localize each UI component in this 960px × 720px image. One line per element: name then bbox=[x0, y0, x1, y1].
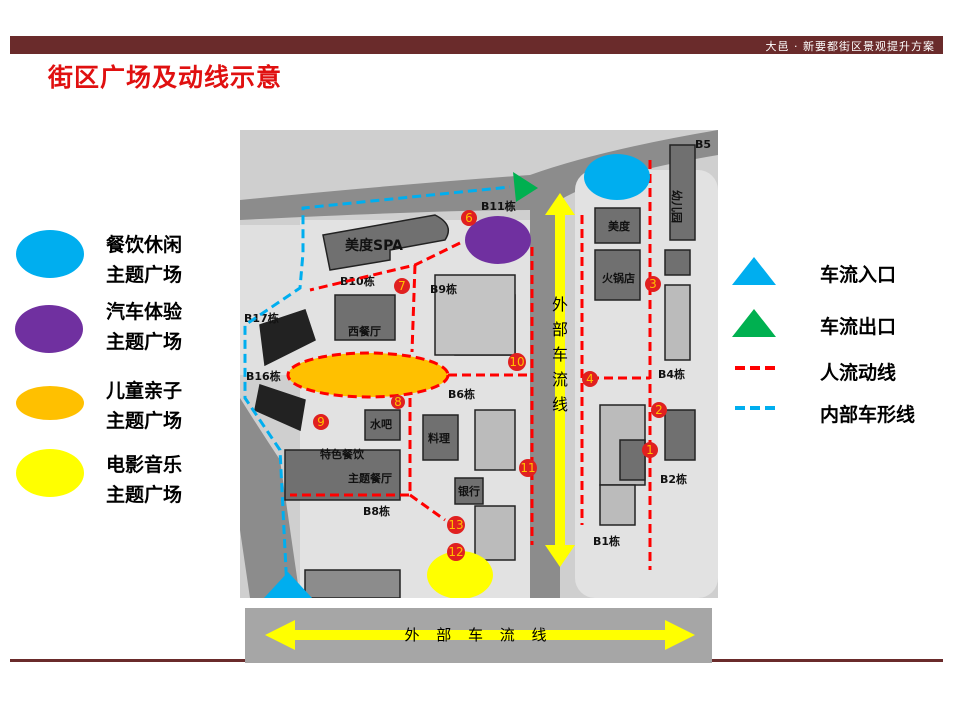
label-hotpot: 火锅店 bbox=[602, 271, 635, 285]
svg-text:11: 11 bbox=[520, 461, 535, 475]
node-11: 11 bbox=[519, 459, 537, 477]
legend-auto: 汽车体验主题广场 bbox=[106, 297, 182, 357]
internal-vehicle-line bbox=[243, 185, 511, 591]
external-road-strip: 外 部 车 流 线 bbox=[245, 608, 712, 663]
label-beauty: 美度 bbox=[608, 219, 631, 233]
legend-text: 电影音乐 bbox=[106, 454, 183, 476]
label-b1: B1栋 bbox=[593, 534, 620, 548]
road-label-char: 流 bbox=[552, 370, 568, 389]
svg-text:10: 10 bbox=[509, 355, 524, 369]
legend-exit: 车流出口 bbox=[820, 316, 897, 338]
svg-text:4: 4 bbox=[586, 372, 594, 386]
entry-triangle bbox=[264, 572, 312, 598]
legend-text: 主题广场 bbox=[106, 264, 183, 286]
road-label-char: 部 bbox=[552, 320, 568, 339]
entry-triangle-icon bbox=[732, 257, 776, 285]
legend-yellow-ellipse bbox=[16, 449, 84, 497]
kids-plaza bbox=[286, 351, 450, 399]
node-7: 7 bbox=[394, 278, 410, 294]
site-map: 美度SPA 西餐厅 幼儿园 火锅店 美度 银行 料理 特色餐饮 主题餐厅 水吧 … bbox=[240, 130, 718, 598]
svg-text:9: 9 bbox=[317, 415, 325, 429]
node-1: 1 bbox=[642, 442, 658, 458]
label-b8: B8栋 bbox=[363, 504, 390, 518]
legend-internal: 内部车形线 bbox=[820, 404, 916, 426]
legend-orange-ellipse bbox=[16, 386, 84, 420]
svg-text:12: 12 bbox=[448, 545, 463, 559]
label-spa: 美度SPA bbox=[345, 237, 403, 254]
auto-plaza bbox=[465, 216, 531, 264]
legend-entry: 车流入口 bbox=[820, 264, 897, 286]
label-west: 西餐厅 bbox=[348, 324, 381, 338]
label-cuisine: 料理 bbox=[428, 431, 450, 445]
label-b9: B9栋 bbox=[430, 282, 457, 296]
double-arrow-icon bbox=[265, 620, 695, 650]
node-4: 4 bbox=[582, 371, 598, 387]
movie-plaza bbox=[427, 551, 493, 598]
node-2: 2 bbox=[651, 402, 667, 418]
label-b5: B5 bbox=[695, 138, 711, 151]
svg-text:8: 8 bbox=[394, 395, 402, 409]
node-13: 13 bbox=[447, 516, 465, 534]
legend-text: 餐饮休闲 bbox=[106, 234, 183, 256]
svg-text:2: 2 bbox=[655, 403, 663, 417]
pedestrian-flow-lines bbox=[290, 160, 652, 570]
node-9: 9 bbox=[313, 414, 329, 430]
exit-triangle-icon bbox=[732, 309, 776, 337]
legend-blue-ellipse bbox=[16, 230, 84, 278]
label-b16: B16栋 bbox=[246, 369, 281, 383]
svg-text:3: 3 bbox=[649, 277, 657, 291]
label-b6: B6栋 bbox=[448, 387, 475, 401]
label-b10: B10栋 bbox=[340, 274, 375, 288]
node-8: 8 bbox=[391, 395, 405, 409]
node-12: 12 bbox=[447, 543, 465, 561]
legend-kids: 儿童亲子主题广场 bbox=[106, 376, 182, 436]
page-title: 街区广场及动线示意 bbox=[48, 63, 283, 92]
legend-text: 儿童亲子 bbox=[106, 380, 183, 402]
label-b4: B4栋 bbox=[658, 367, 685, 381]
external-road-label: 外 部 车 流 线 bbox=[404, 626, 553, 644]
road-arrow bbox=[545, 193, 575, 567]
road-label-char: 外 bbox=[552, 295, 568, 314]
legend-text: 主题广场 bbox=[106, 484, 183, 506]
legend-movie: 电影音乐主题广场 bbox=[106, 450, 182, 510]
node-6: 6 bbox=[461, 210, 477, 226]
legend-pedestrian: 人流动线 bbox=[820, 362, 897, 384]
road-label-char: 线 bbox=[552, 395, 568, 414]
label-bank: 银行 bbox=[458, 484, 480, 498]
svg-text:1: 1 bbox=[646, 443, 654, 457]
svg-text:6: 6 bbox=[465, 211, 473, 225]
svg-text:13: 13 bbox=[448, 518, 463, 532]
svg-text:7: 7 bbox=[398, 279, 406, 293]
legend-text: 主题广场 bbox=[106, 410, 183, 432]
legend-text: 主题广场 bbox=[106, 331, 183, 353]
blue-dashed-line-icon bbox=[735, 406, 780, 410]
legend-purple-ellipse bbox=[15, 305, 83, 353]
dining-plaza bbox=[584, 154, 650, 200]
label-kinder: 幼儿园 bbox=[670, 190, 684, 223]
red-dashed-line-icon bbox=[735, 366, 780, 370]
node-10: 10 bbox=[508, 353, 526, 371]
label-b11: B11栋 bbox=[481, 199, 516, 213]
exit-triangle bbox=[513, 172, 538, 202]
header-banner: 大邑 · 新要都街区景观提升方案 bbox=[10, 36, 943, 54]
node-3: 3 bbox=[645, 276, 661, 292]
banner-text: 大邑 · 新要都街区景观提升方案 bbox=[765, 40, 935, 53]
label-special: 特色餐饮 bbox=[320, 447, 365, 461]
label-water: 水吧 bbox=[370, 417, 392, 431]
label-b2: B2栋 bbox=[660, 472, 687, 486]
road-label-char: 车 bbox=[552, 345, 568, 364]
legend-dining: 餐饮休闲主题广场 bbox=[106, 230, 182, 290]
legend-text: 汽车体验 bbox=[106, 301, 183, 323]
label-theme: 主题餐厅 bbox=[348, 471, 392, 485]
